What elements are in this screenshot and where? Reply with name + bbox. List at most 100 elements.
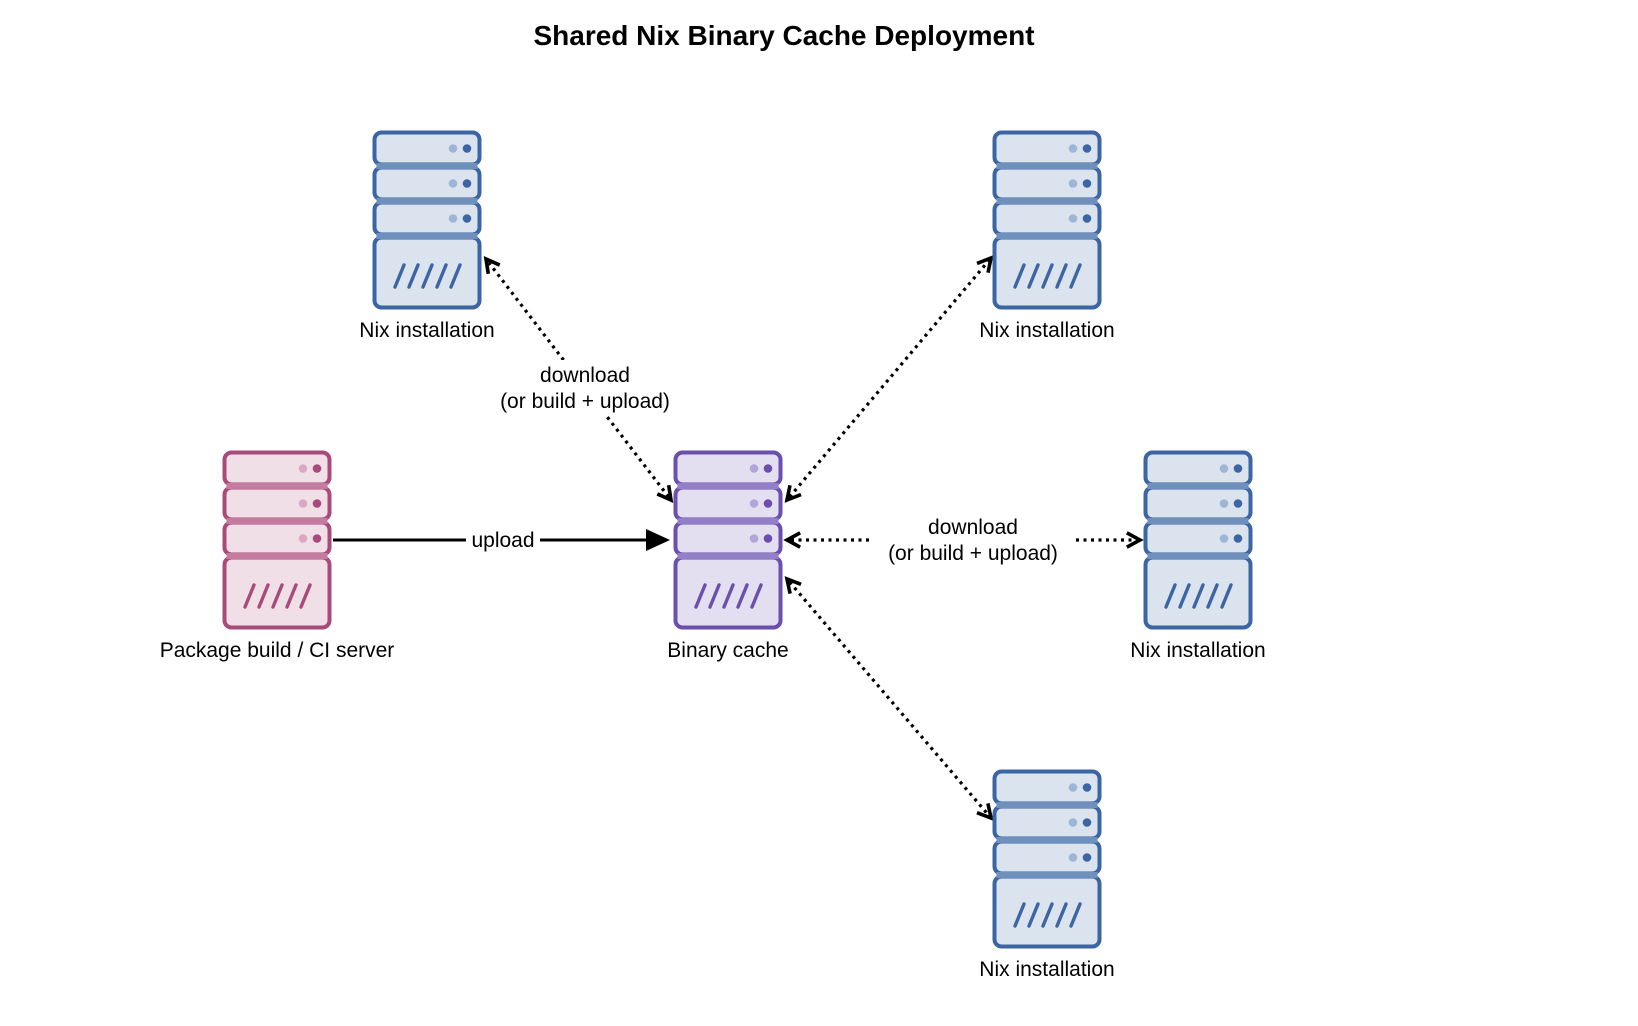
server-node-nix_tl [372,130,482,310]
server-divider [1147,553,1249,559]
status-led-icon [763,534,773,543]
vent-slashes-icon [393,263,462,289]
status-led-icon [448,179,458,188]
edge-label: download [928,516,1018,539]
open-arrowhead-icon [783,531,802,549]
node-label-cache: Binary cache [667,639,788,662]
server-divider [996,837,1098,843]
status-led-icon [1068,144,1078,153]
open-arrowhead-icon [976,802,994,821]
vent-slashes-icon [1013,263,1082,289]
server-node-nix_tr [992,130,1102,310]
server-divider [677,518,779,524]
vent-slashes-icon [694,583,763,609]
status-led-icon [763,499,773,508]
server-divider [996,872,1098,878]
status-led-icon [1068,818,1078,827]
status-led-icon [749,499,759,508]
open-arrowhead-icon [656,484,674,503]
vent-slashes-icon [243,583,312,609]
status-led-icon [462,214,472,223]
node-label-nix_r: Nix installation [1130,639,1265,662]
server-divider [996,163,1098,169]
status-led-icon [1068,179,1078,188]
edge-label-background [483,360,687,416]
open-arrowhead-icon [784,484,802,503]
status-led-icon [1082,144,1092,153]
status-led-icon [1068,214,1078,223]
node-label-ci: Package build / CI server [160,639,395,662]
server-base-unit [372,235,482,310]
server-divider [226,553,328,559]
status-led-icon [1219,534,1229,543]
status-led-icon [1082,179,1092,188]
edge-ci-to-cache: upload [333,525,670,555]
open-arrowhead-icon [976,255,994,274]
solid-arrowhead-icon [646,529,670,551]
status-led-icon [462,179,472,188]
server-divider [1147,518,1249,524]
status-led-icon [763,464,773,473]
status-led-icon [1068,853,1078,862]
status-led-icon [1068,783,1078,792]
server-base-unit [673,555,783,630]
status-led-icon [749,464,759,473]
edge-label: upload [471,529,534,552]
status-led-icon [298,499,308,508]
edge-label-background [466,525,540,555]
server-node-nix_br [992,769,1102,949]
edge-label-background [871,512,1075,568]
server-divider [226,518,328,524]
server-base-unit [1143,555,1253,630]
status-led-icon [1082,818,1092,827]
node-label-nix_br: Nix installation [979,958,1114,981]
server-node-nix_r [1143,450,1253,630]
server-divider [996,802,1098,808]
edge-label: (or build + upload) [500,390,670,413]
status-led-icon [1082,214,1092,223]
status-led-icon [462,144,472,153]
vent-slashes-icon [1013,902,1082,928]
node-label-nix_tr: Nix installation [979,319,1114,342]
status-led-icon [1219,499,1229,508]
open-arrowhead-icon [784,576,802,595]
server-node-cache [673,450,783,630]
status-led-icon [1233,499,1243,508]
status-led-icon [312,499,322,508]
status-led-icon [298,534,308,543]
edge-nix_br-to-cache [784,576,994,821]
dotted-connector [788,581,990,816]
dotted-connector [788,260,990,498]
status-led-icon [312,464,322,473]
server-node-ci [222,450,332,630]
server-divider [677,553,779,559]
server-divider [226,483,328,489]
server-divider [376,198,478,204]
server-base-unit [992,874,1102,949]
edge-label: download [540,364,630,387]
edge-nix_tr-to-cache [784,255,994,503]
open-arrowhead-icon [483,256,501,275]
status-led-icon [1082,783,1092,792]
server-divider [376,233,478,239]
node-label-nix_tl: Nix installation [359,319,494,342]
server-base-unit [222,555,332,630]
server-divider [376,163,478,169]
status-led-icon [749,534,759,543]
edge-label: (or build + upload) [888,542,1058,565]
edge-nix_tl-to-cache: download (or build + upload) [483,256,687,503]
status-led-icon [1233,464,1243,473]
server-base-unit [992,235,1102,310]
server-divider [996,198,1098,204]
server-divider [677,483,779,489]
status-led-icon [448,144,458,153]
status-led-icon [448,214,458,223]
status-led-icon [298,464,308,473]
vent-slashes-icon [1164,583,1233,609]
server-divider [1147,483,1249,489]
edge-cache-to-nix_r: download (or build + upload) [783,512,1144,568]
server-divider [996,233,1098,239]
